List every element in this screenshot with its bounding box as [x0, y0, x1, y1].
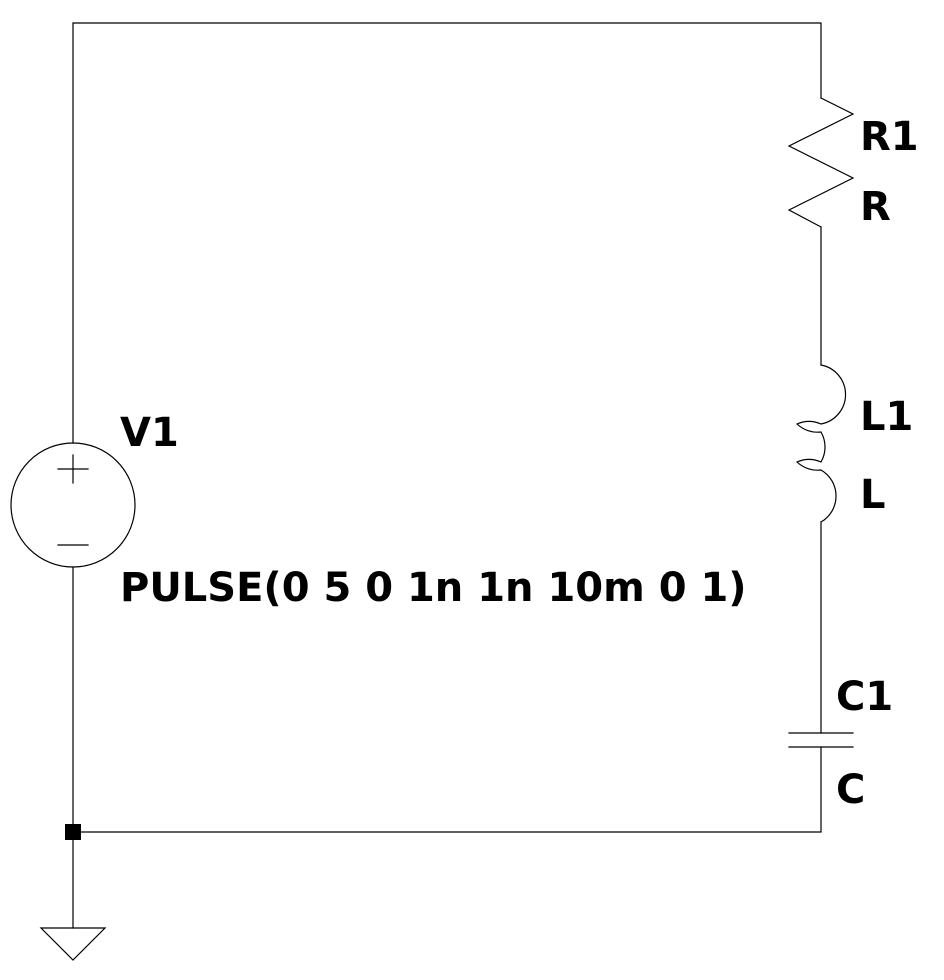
c1-value-label: C: [836, 767, 865, 813]
c1-ref-label: C1: [836, 674, 893, 720]
resistor-r1[interactable]: [787, 97, 855, 228]
inductor-icon: [795, 364, 847, 523]
wires: [72, 22, 822, 929]
v1-ref-label: V1: [120, 410, 179, 456]
capacitor-c1[interactable]: [788, 732, 854, 748]
ground-symbol[interactable]: [39, 927, 107, 961]
r1-value-label: R: [860, 184, 891, 230]
voltage-source-v1[interactable]: [10, 442, 136, 568]
r1-ref-label: R1: [860, 114, 919, 160]
inductor-l1[interactable]: [795, 364, 847, 523]
v1-value-label: PULSE(0 5 0 1n 1n 10m 0 1): [120, 565, 747, 611]
ground-icon: [39, 927, 107, 961]
voltage-source-icon: [10, 442, 136, 568]
junction-node[interactable]: [65, 824, 81, 840]
l1-ref-label: L1: [860, 394, 913, 440]
resistor-icon: [787, 97, 855, 228]
l1-value-label: L: [860, 472, 886, 518]
wire-bottom[interactable]: [72, 566, 822, 833]
wire-left-top[interactable]: [72, 22, 822, 444]
